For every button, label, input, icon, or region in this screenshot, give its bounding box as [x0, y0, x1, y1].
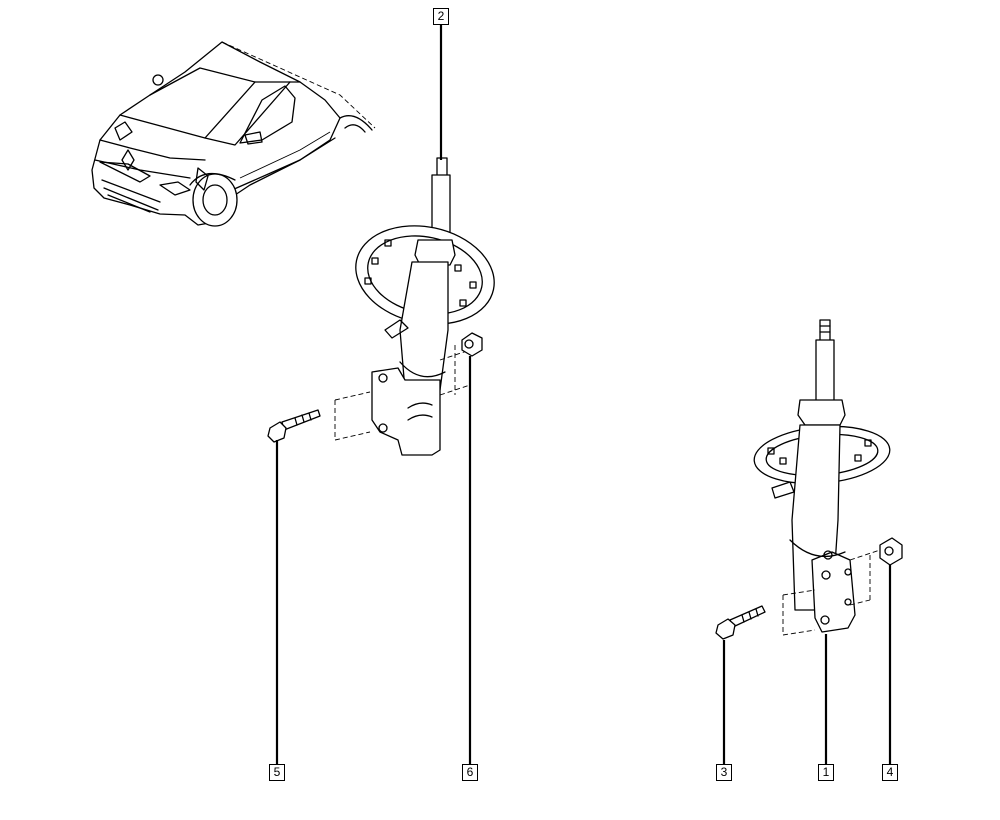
callout-5: 5	[269, 764, 285, 781]
callout-4: 4	[882, 764, 898, 781]
callout-3: 3	[716, 764, 732, 781]
car-illustration	[91, 41, 376, 227]
callout-6: 6	[462, 764, 478, 781]
leader-lines	[275, 25, 892, 764]
callout-2: 2	[433, 8, 449, 25]
right-strut-assembly	[715, 319, 903, 640]
left-strut-assembly	[267, 157, 495, 456]
callout-1: 1	[818, 764, 834, 781]
